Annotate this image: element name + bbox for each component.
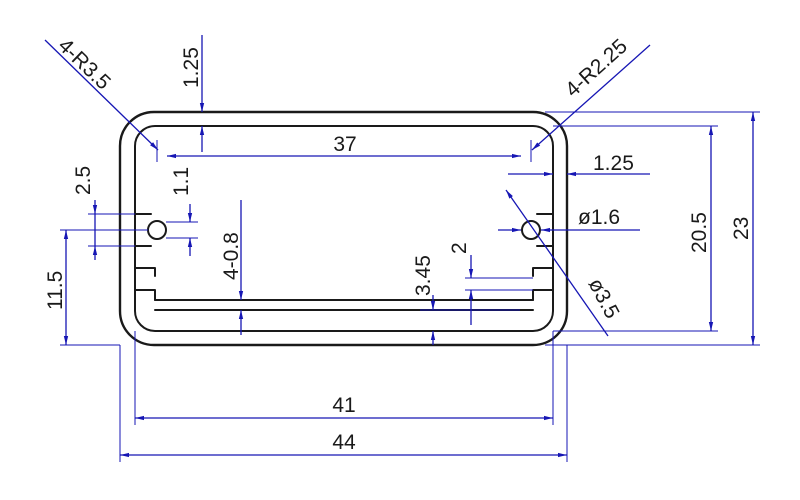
rail-gap-label: 2.5 [72,166,95,195]
aluminum-profile-outline [118,110,569,347]
corner-outer-radius-label: 4-R3.5 [54,34,115,94]
inner-height-label: 20.5 [688,212,711,253]
rail-opening-label: 1.1 [170,167,193,196]
side-wall-label: 1.25 [593,152,634,175]
bottom-rail [154,299,534,311]
inner-cavity [134,125,554,332]
outer-shell [118,110,569,347]
corner-inner-radius-label: 4-R2.25 [561,35,632,102]
dimension-lines: 4-R3.5 4-R2.25 1.25 37 2.5 1.1 4-0.8 [44,34,760,462]
top-wall-label: 1.25 [180,47,203,88]
total-height-label: 23 [730,217,753,240]
total-width-label: 44 [332,431,356,454]
inner-width-label: 37 [333,133,356,156]
rail-height-label: 11.5 [44,271,67,310]
hole-diameter-label: ø1.6 [578,206,620,229]
left-screw-hole [134,213,167,247]
width-41-label: 41 [332,394,355,417]
left-slot-rails [134,267,156,301]
hole-outer-diameter-label: ø3.5 [584,275,624,323]
right-slot-rails [532,267,554,301]
slot-pitch-label: 2 [448,242,471,254]
slot-depth-label: 3.45 [412,255,435,296]
slot-width-label: 4-0.8 [220,232,243,280]
